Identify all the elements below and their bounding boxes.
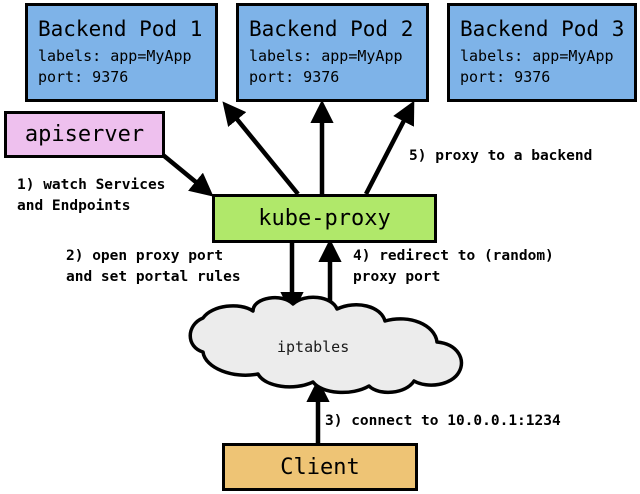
apiserver-box[interactable]: apiserver — [4, 111, 165, 158]
backend-pod-2-labels: labels: app=MyApp — [249, 47, 403, 66]
arrow-apiserver-to-kubeproxy — [161, 153, 214, 197]
kube-proxy-box[interactable]: kube-proxy — [212, 194, 437, 243]
step-1-label: 1) watch Services and Endpoints — [17, 175, 165, 217]
iptables-label: iptables — [277, 338, 350, 356]
backend-pod-2-title: Backend Pod 2 — [249, 17, 414, 42]
backend-pod-1-labels: labels: app=MyApp — [38, 47, 192, 66]
backend-pod-2-box[interactable]: Backend Pod 2 labels: app=MyApp port: 93… — [236, 3, 429, 102]
backend-pod-1-title: Backend Pod 1 — [38, 17, 203, 42]
backend-pod-3-title: Backend Pod 3 — [460, 17, 625, 42]
backend-pod-2-port: port: 9376 — [249, 67, 340, 86]
step-4-line-2: proxy port — [353, 269, 441, 286]
step-4-label: 4) redirect to (random) proxy port — [353, 246, 554, 288]
backend-pod-3-port: port: 9376 — [460, 67, 551, 86]
arrow-kubeproxy-to-pod1 — [222, 101, 300, 196]
step-5-line-1: 5) proxy to a backend — [409, 148, 593, 164]
step-1-line-1: 1) watch Services — [17, 177, 166, 193]
step-2-line-1: 2) open proxy port — [66, 248, 224, 264]
client-label: Client — [280, 454, 360, 480]
backend-pod-3-labels: labels: app=MyApp — [460, 47, 614, 66]
step-5-label: 5) proxy to a backend — [409, 146, 592, 167]
step-4-line-1: 4) redirect to (random) — [353, 248, 554, 264]
arrow-kubeproxy-to-pod3 — [364, 100, 415, 196]
step-1-line-2: and Endpoints — [17, 198, 131, 215]
step-2-label: 2) open proxy port and set portal rules — [66, 246, 241, 288]
step-2-line-2: and set portal rules — [66, 269, 241, 286]
backend-pod-3-box[interactable]: Backend Pod 3 labels: app=MyApp port: 93… — [447, 3, 637, 102]
step-3-line-1: 3) connect to 10.0.0.1:1234 — [325, 413, 561, 429]
kube-proxy-label: kube-proxy — [258, 206, 391, 231]
apiserver-label: apiserver — [24, 122, 145, 147]
client-box[interactable]: Client — [222, 443, 418, 491]
iptables-cloud-shape — [188, 295, 464, 395]
step-3-label: 3) connect to 10.0.0.1:1234 — [325, 411, 561, 432]
backend-pod-1-port: port: 9376 — [38, 67, 129, 86]
backend-pod-1-box[interactable]: Backend Pod 1 labels: app=MyApp port: 93… — [25, 3, 218, 102]
